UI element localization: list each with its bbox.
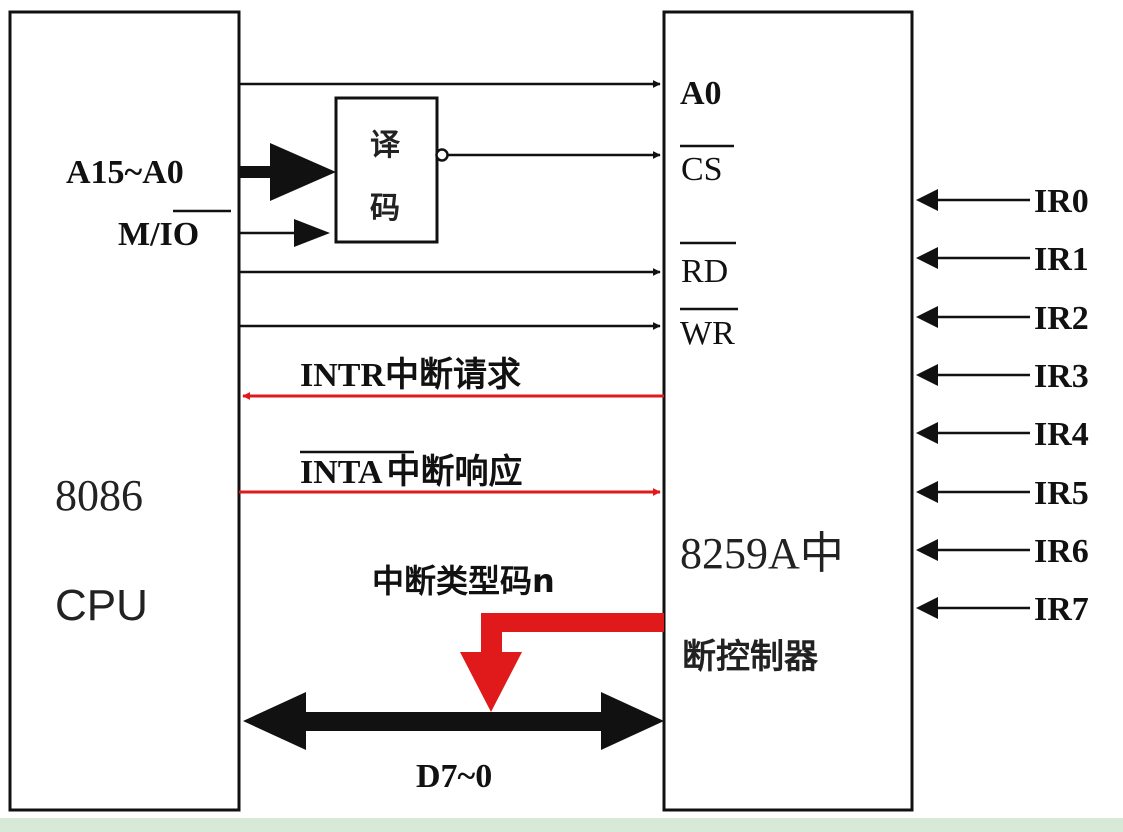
data-bus-shaft [296,712,610,731]
ir-label-5: IR5 [1034,475,1089,512]
decoder-inversion-bubble [435,148,449,162]
ir-label-3: IR3 [1034,358,1089,395]
controller-label-line1: 8259A中 [680,529,844,578]
type-code-label: 中断类型码n [372,562,555,600]
ir-arrowhead-1 [916,247,938,269]
ir-arrowhead-3 [916,364,938,386]
controller-label-line2: 断控制器 [682,637,819,677]
data-bus-left-arrowhead [243,692,306,750]
ir-arrowhead-5 [916,481,938,503]
pin-wr: WR [680,315,735,352]
footer-strip [0,818,1123,832]
pin-cs: CS [681,151,723,188]
ir-label-0: IR0 [1034,183,1089,220]
data-bus-label: D7~0 [416,758,492,795]
address-bus-arrowhead [270,143,336,201]
decoder-char-2: 码 [370,191,400,226]
cpu-block [8,10,241,812]
ir-label-7: IR7 [1034,591,1089,628]
pin-rd: RD [681,253,728,290]
cpu-label-8086: 8086 [55,471,143,520]
ir-label-4: IR4 [1034,416,1089,453]
ir-arrowhead-0 [916,189,938,211]
intr-label: INTR中断请求 [300,356,521,394]
data-bus-right-arrowhead [601,692,664,750]
cpu-label-cpu: CPU [55,581,148,630]
decoder-block [334,96,439,244]
pin-a0: A0 [680,75,722,112]
ir-arrowhead-7 [916,597,938,619]
controller-block [662,10,914,812]
type-code-arrow [460,613,664,712]
ir-arrowhead-2 [916,306,938,328]
ir-label-2: IR2 [1034,300,1089,337]
ir-arrowhead-4 [916,422,938,444]
mio-arrowhead [294,219,330,247]
ir-arrowhead-6 [916,539,938,561]
decoder-char-1: 译 [370,128,401,163]
address-bus-label: A15~A0 [66,154,184,191]
ir-label-6: IR6 [1034,533,1089,570]
address-bus-shaft [239,166,279,178]
ir-label-1: IR1 [1034,241,1089,278]
mio-label: M/IO [118,216,199,253]
